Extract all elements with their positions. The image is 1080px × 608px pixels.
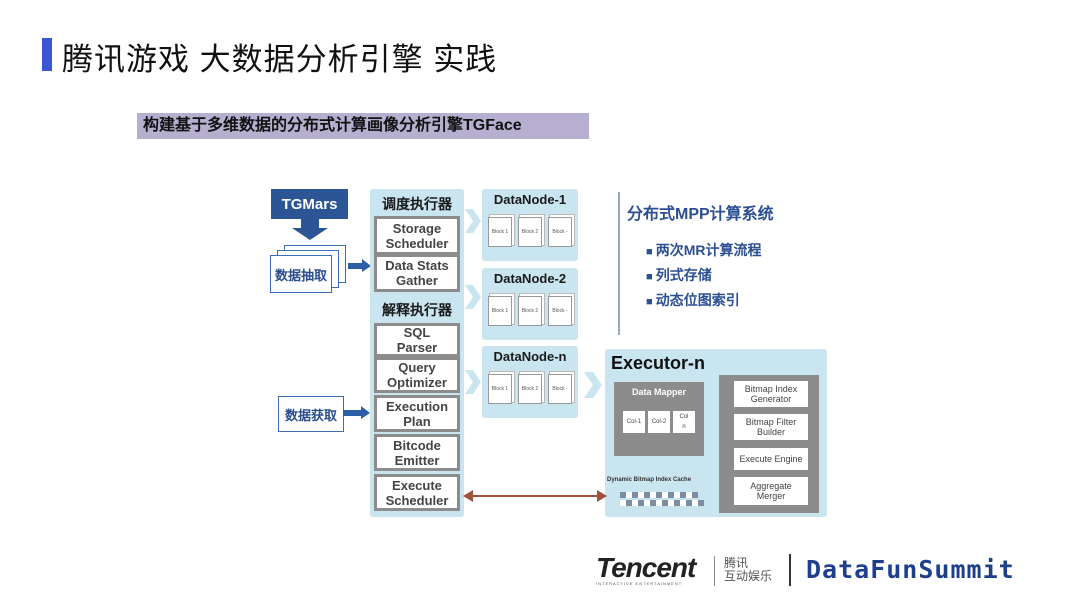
block-icon: Block - bbox=[548, 296, 572, 326]
scheduler-title: 调度执行器 bbox=[382, 196, 452, 212]
mpp-bullet: 列式存储 bbox=[646, 265, 712, 285]
right-arrow-icon bbox=[343, 406, 370, 419]
executor-title: Executor-n bbox=[611, 353, 706, 373]
column-cell: Col-2 bbox=[648, 411, 670, 433]
divider bbox=[618, 192, 620, 335]
mpp-bullet: 两次MR计算流程 bbox=[646, 240, 762, 260]
block-icon: Block 2 bbox=[518, 374, 542, 404]
query-optimizer-label: Query Optimizer bbox=[377, 360, 457, 390]
block-icon: Block 2 bbox=[518, 296, 542, 326]
sql-parser-box: SQL Parser bbox=[374, 323, 460, 357]
block-icon: Block 2 bbox=[518, 217, 542, 247]
data-stats-gather-box: Data Stats Gather bbox=[374, 254, 460, 292]
bitcode-emitter-box: Bitcode Emitter bbox=[374, 434, 460, 471]
tencent-wordmark: Tencent bbox=[596, 552, 696, 583]
data-mapper-title: Data Mapper bbox=[631, 387, 686, 397]
chevron-right-icon bbox=[465, 209, 481, 233]
chevron-right-icon bbox=[465, 370, 481, 394]
data-mapper-box: Data Mapper Col-1 Col-2 Col n bbox=[614, 382, 704, 456]
datanode-1-panel: DataNode-1 Block 1 Block 2 Block - bbox=[482, 189, 578, 261]
divider bbox=[789, 554, 791, 586]
mpp-bullet: 动态位图索引 bbox=[646, 290, 740, 310]
data-stats-gather-label: Data Stats Gather bbox=[377, 257, 457, 289]
data-fetch-box: 数据获取 bbox=[278, 396, 344, 432]
column-cell: Col n bbox=[673, 411, 695, 433]
divider bbox=[714, 556, 715, 586]
block-icon: Block 1 bbox=[488, 374, 512, 404]
data-extract-stack: 数据抽取 bbox=[270, 245, 350, 295]
storage-scheduler-label: Storage Scheduler bbox=[377, 219, 457, 252]
cache-label: Dynamic Bitmap Index Cache bbox=[607, 477, 692, 483]
tencent-tagline: INTERACTIVE ENTERTAINMENT bbox=[596, 581, 683, 586]
block-icon: Block 1 bbox=[488, 217, 512, 247]
interpreter-title: 解释执行器 bbox=[382, 302, 452, 318]
block-icon: Block - bbox=[548, 374, 572, 404]
block-icon: Block - bbox=[548, 217, 572, 247]
column-cell: Col-1 bbox=[623, 411, 645, 433]
execute-scheduler-box: Execute Scheduler bbox=[374, 474, 460, 511]
bitcode-emitter-label: Bitcode Emitter bbox=[377, 437, 457, 468]
storage-scheduler-box: Storage Scheduler bbox=[374, 216, 460, 255]
aggregate-merger: Aggregate Merger bbox=[734, 477, 808, 505]
sql-parser-label: SQL Parser bbox=[377, 325, 457, 355]
datafun-logo: DataFunSummit bbox=[806, 555, 1015, 584]
bitmap-index-generator: Bitmap Index Generator bbox=[734, 381, 808, 407]
title-accent-bar bbox=[42, 38, 52, 71]
double-arrow-icon bbox=[463, 490, 607, 502]
right-arrow-icon bbox=[348, 259, 371, 272]
tencent-logo: Tencent INTERACTIVE ENTERTAINMENT bbox=[596, 552, 696, 586]
chevron-right-icon bbox=[584, 372, 602, 398]
datanode-2-panel: DataNode-2 Block 1 Block 2 Block - bbox=[482, 268, 578, 340]
data-fetch-label: 数据获取 bbox=[284, 407, 337, 423]
tencent-cn-label: 腾讯 互动娱乐 bbox=[724, 556, 773, 583]
bitmap-filter-builder: Bitmap Filter Builder bbox=[734, 414, 808, 440]
page-subtitle: 构建基于多维数据的分布式计算画像分析引擎TGFace bbox=[137, 113, 589, 139]
query-optimizer-box: Query Optimizer bbox=[374, 357, 460, 393]
data-extract-label: 数据抽取 bbox=[274, 267, 327, 283]
execution-plan-box: Execution Plan bbox=[374, 395, 460, 432]
datanode-n-title: DataNode-n bbox=[493, 349, 567, 364]
chevron-right-icon bbox=[465, 285, 481, 309]
execution-plan-label: Execution Plan bbox=[377, 398, 457, 429]
down-arrow-icon bbox=[292, 219, 328, 240]
execute-scheduler-label: Execute Scheduler bbox=[377, 477, 457, 508]
tgmars-label: TGMars bbox=[281, 195, 338, 213]
datanode-n-panel: DataNode-n Block 1 Block 2 Block - bbox=[482, 346, 578, 418]
page-title: 腾讯游戏 大数据分析引擎 实践 bbox=[62, 42, 498, 77]
datanode-2-title: DataNode-2 bbox=[493, 271, 567, 286]
execute-engine: Execute Engine bbox=[734, 448, 808, 470]
tgmars-box: TGMars bbox=[271, 189, 348, 219]
block-icon: Block 1 bbox=[488, 296, 512, 326]
mpp-title: 分布式MPP计算系统 bbox=[627, 206, 774, 223]
bitmap-cache-grid bbox=[620, 492, 704, 513]
datanode-1-title: DataNode-1 bbox=[493, 192, 567, 207]
